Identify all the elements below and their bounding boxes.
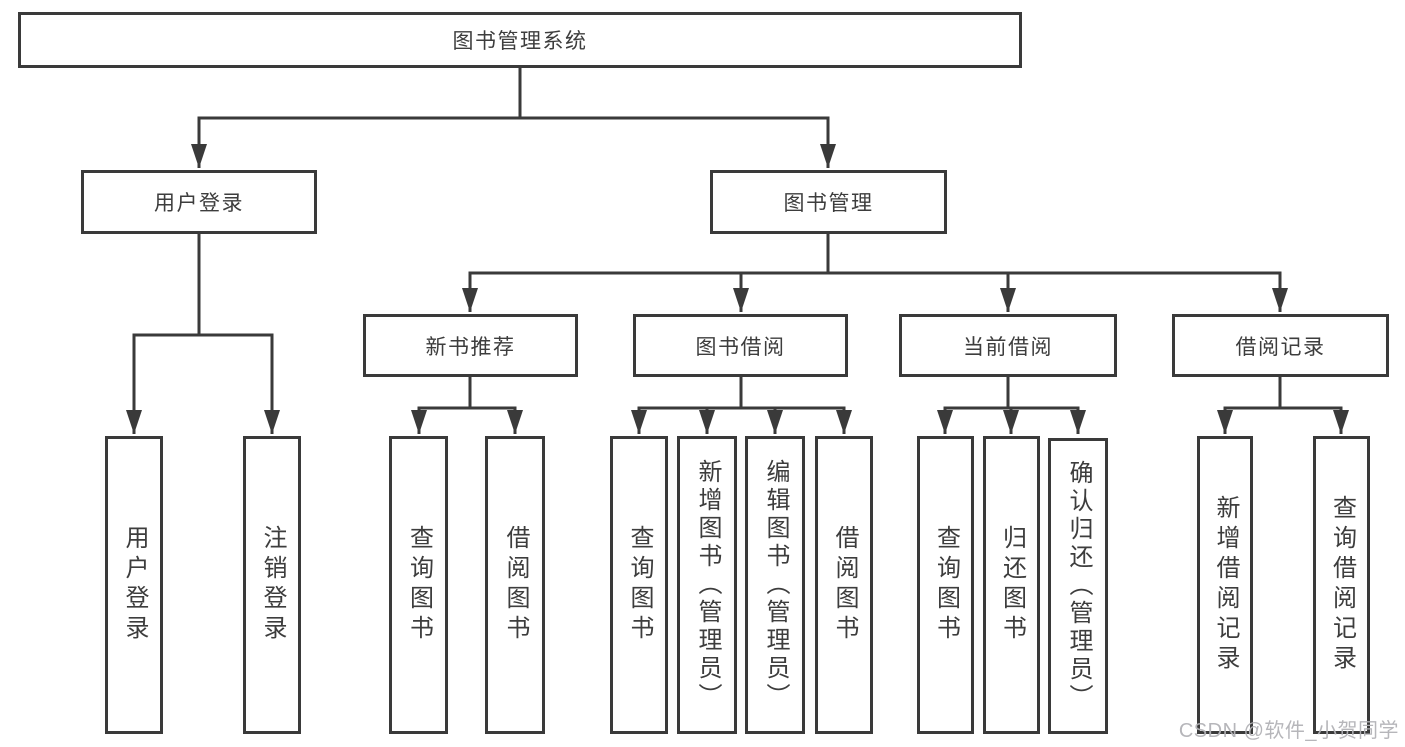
node-new-book-recommend-label: 新书推荐 <box>425 335 516 359</box>
leaf-confirm-return-admin: 确认归还（管理员） <box>1048 438 1108 734</box>
node-root-label: 图书管理系统 <box>452 30 588 53</box>
leaf-add-borrow-record-label: 新增借阅记录 <box>1212 495 1239 675</box>
leaf-borrow-books-2: 借阅图书 <box>815 436 873 734</box>
node-borrow-records: 借阅记录 <box>1172 314 1389 377</box>
leaf-query-books-2-label: 查询图书 <box>626 525 653 645</box>
leaf-query-borrow-record-label: 查询借阅记录 <box>1328 495 1356 675</box>
leaf-query-books-3: 查询图书 <box>917 436 974 734</box>
node-borrow-records-label: 借阅记录 <box>1235 335 1326 359</box>
leaf-borrow-books-2-label: 借阅图书 <box>831 525 858 645</box>
leaf-user-login-label: 用户登录 <box>121 525 148 645</box>
leaf-borrow-books-1: 借阅图书 <box>485 436 545 734</box>
leaf-return-books: 归还图书 <box>983 436 1040 734</box>
leaf-borrow-books-1-label: 借阅图书 <box>502 525 529 645</box>
node-new-book-recommend: 新书推荐 <box>363 314 578 377</box>
leaf-user-login: 用户登录 <box>105 436 163 734</box>
leaf-confirm-return-admin-label: 确认归还（管理员） <box>1065 460 1092 712</box>
csdn-watermark: CSDN @软件_小贺同学 <box>1178 720 1399 742</box>
node-root: 图书管理系统 <box>18 12 1022 68</box>
leaf-query-books-1: 查询图书 <box>389 436 448 734</box>
node-current-borrowing-label: 当前借阅 <box>963 335 1053 359</box>
leaf-return-books-label: 归还图书 <box>998 525 1026 645</box>
leaf-query-borrow-record: 查询借阅记录 <box>1313 436 1370 734</box>
leaf-edit-book-admin: 编辑图书（管理员） <box>745 436 805 734</box>
leaf-add-borrow-record: 新增借阅记录 <box>1197 436 1253 734</box>
leaf-query-books-1-label: 查询图书 <box>405 525 433 645</box>
node-book-management-label: 图书管理 <box>783 192 874 215</box>
leaf-logout-label: 注销登录 <box>259 525 286 645</box>
leaf-edit-book-admin-label: 编辑图书（管理员） <box>762 459 789 711</box>
leaf-query-books-2: 查询图书 <box>610 436 668 734</box>
node-book-management: 图书管理 <box>710 170 947 234</box>
node-user-login: 用户登录 <box>81 170 317 234</box>
node-book-borrowing-label: 图书借阅 <box>695 335 786 359</box>
leaf-query-books-3-label: 查询图书 <box>932 525 960 645</box>
leaf-add-book-admin-label: 新增图书（管理员） <box>694 459 721 711</box>
node-current-borrowing: 当前借阅 <box>899 314 1117 377</box>
node-user-login-label: 用户登录 <box>154 192 244 215</box>
leaf-logout: 注销登录 <box>243 436 301 734</box>
node-book-borrowing: 图书借阅 <box>633 314 848 377</box>
leaf-add-book-admin: 新增图书（管理员） <box>677 436 737 734</box>
